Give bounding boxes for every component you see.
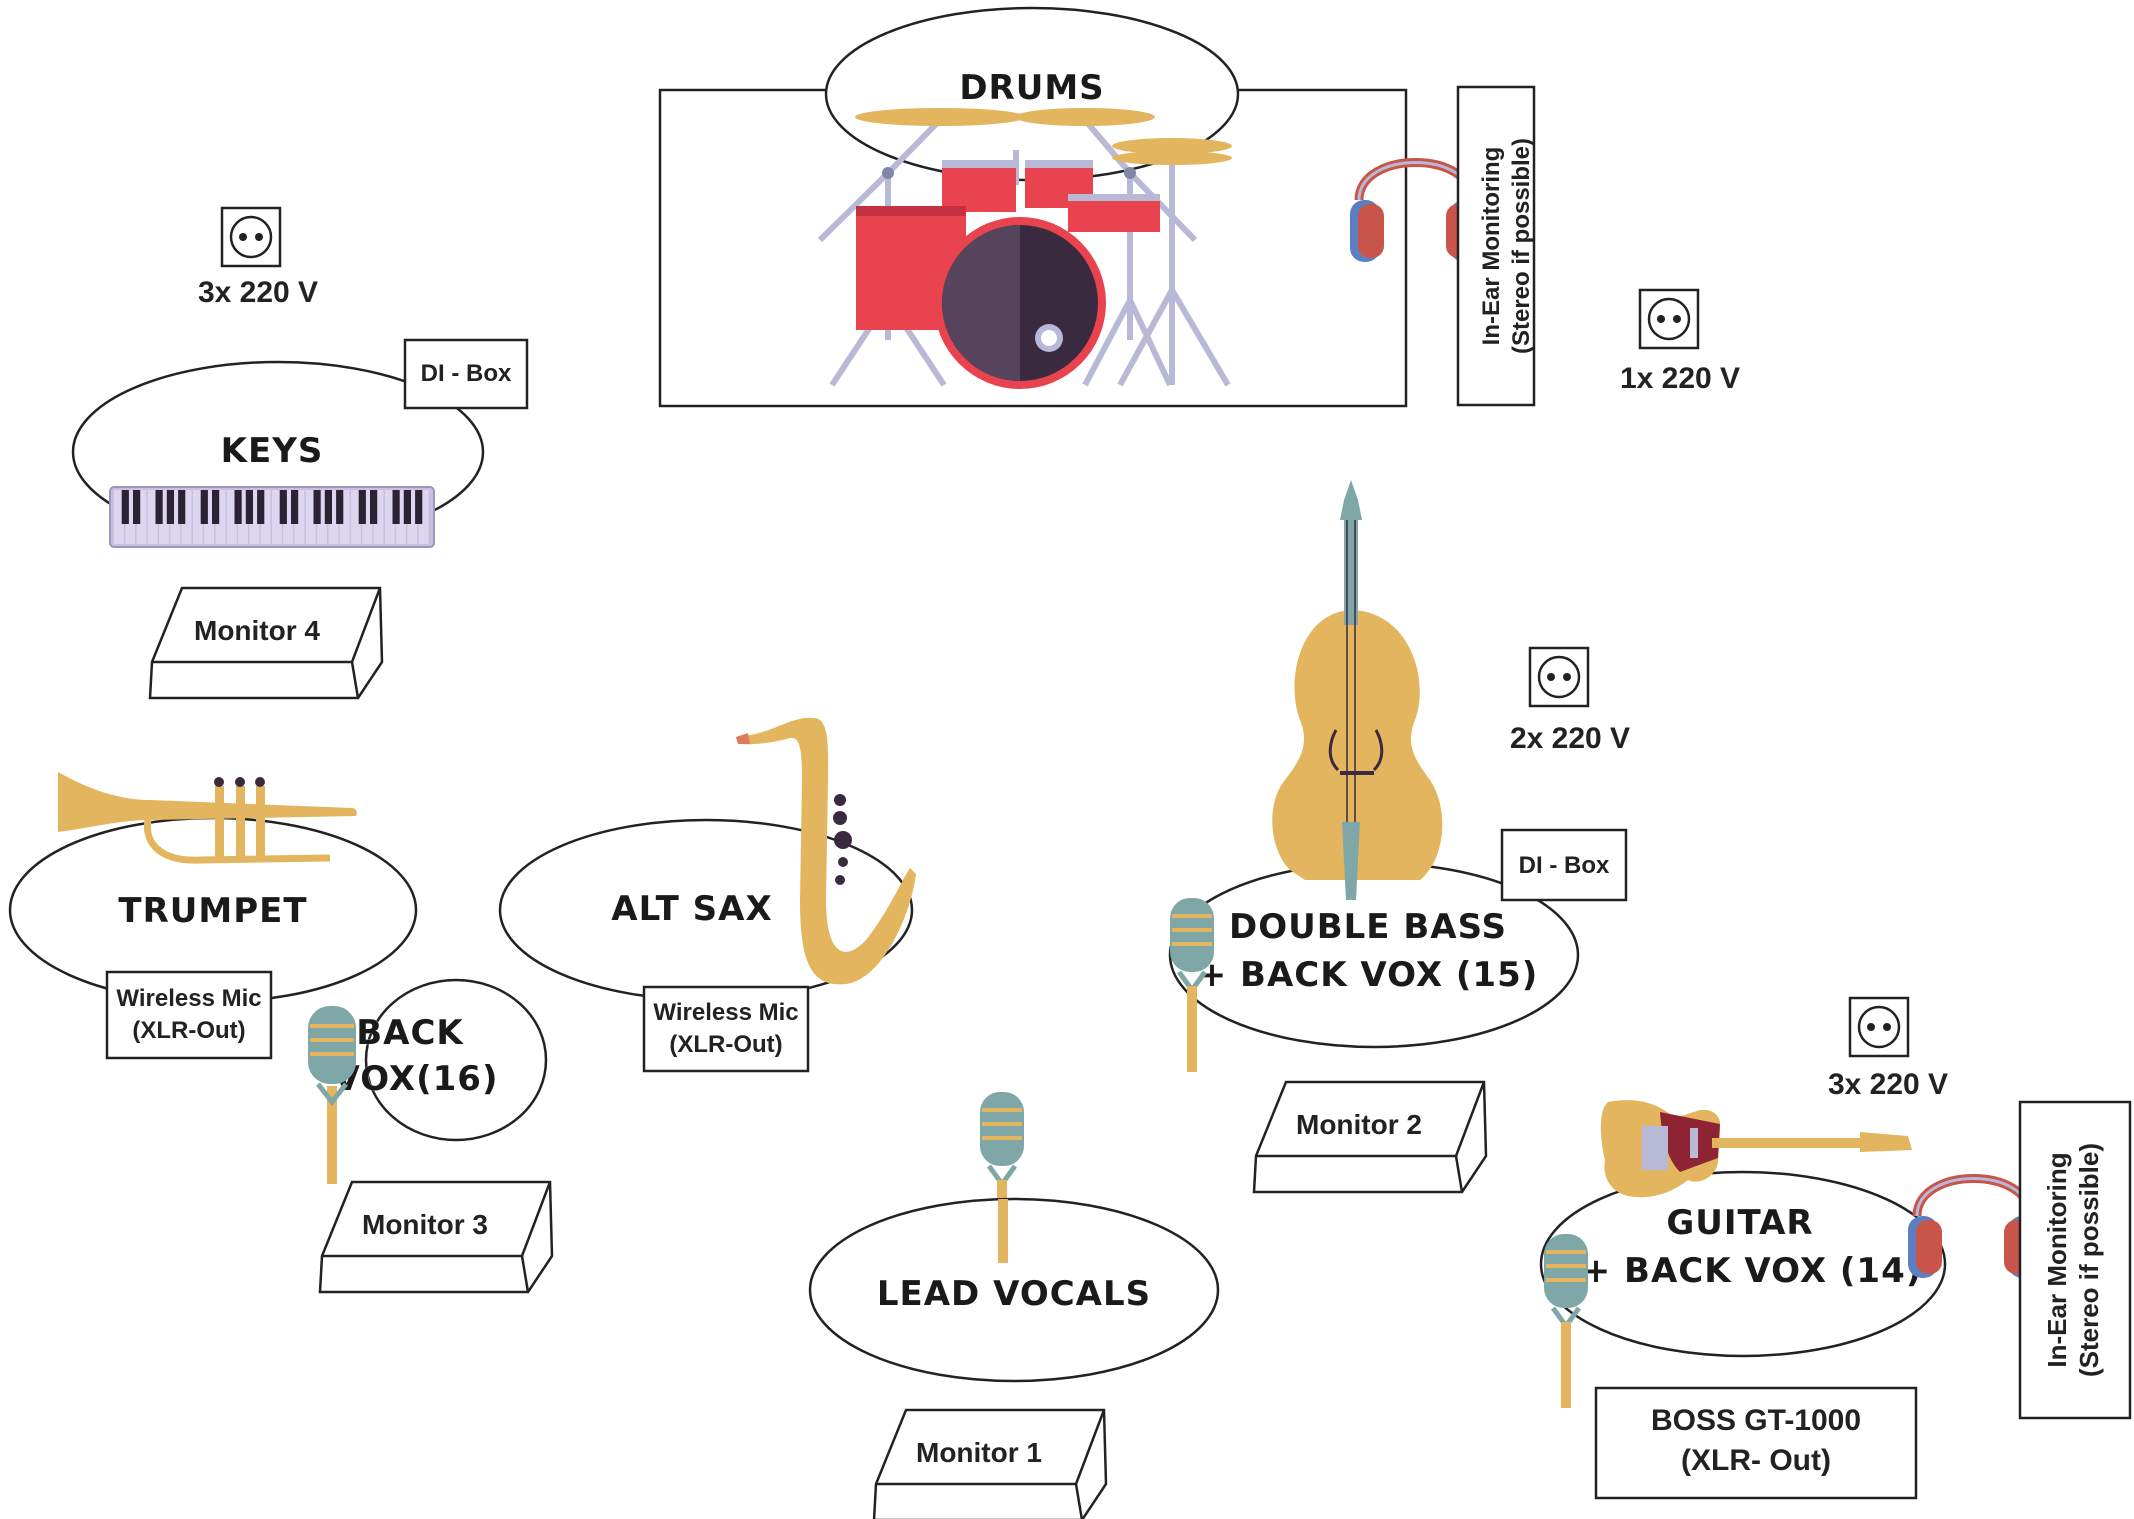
trumpet-area: TRUMPET Wireless Mic (XLR-Out) [8, 772, 418, 1060]
back-vox-16-line1: BACK [356, 1013, 464, 1053]
monitor-2-label: Monitor 2 [1296, 1109, 1422, 1140]
power-drums-label: 1x 220 V [1620, 362, 1740, 395]
power-socket-icon [1848, 996, 1910, 1058]
electric-guitar-icon [1600, 1100, 1912, 1198]
guitar-area: GUITAR + BACK VOX (14) [1539, 1100, 1947, 1358]
guitar-line2: + BACK VOX (14) [1582, 1251, 1923, 1291]
double-bass-line2: + BACK VOX (15) [1198, 955, 1539, 995]
microphone-icon [1544, 1234, 1588, 1408]
guitar-line1: GUITAR [1666, 1203, 1813, 1243]
lead-vocals-area: LEAD VOCALS [808, 1197, 1220, 1383]
alt-sax-area: ALT SAX Wireless Mic (XLR-Out) [498, 717, 916, 1073]
iem-drums-line1: In-Ear Monitoring [1478, 147, 1505, 346]
drums-label: DRUMS [959, 68, 1104, 108]
headphones-icon [1908, 1174, 2038, 1278]
power-bass-label: 2x 220 V [1510, 722, 1630, 755]
back-vox-16-area: BACK VOX(16) [333, 978, 548, 1142]
monitor-3-label: Monitor 3 [362, 1209, 488, 1240]
saxophone-icon [736, 717, 916, 985]
power-socket-icon [220, 206, 282, 268]
stage-monitor-icon: Monitor 3 [318, 1180, 554, 1294]
trumpet-icon [58, 772, 357, 864]
wireless-sax-line1: Wireless Mic [653, 999, 798, 1026]
power-socket-icon [1638, 288, 1700, 350]
trumpet-label: TRUMPET [118, 891, 307, 931]
stage-monitor-icon: Monitor 4 [148, 586, 384, 700]
wireless-sax-line2: (XLR-Out) [669, 1031, 782, 1058]
boss-line2: (XLR- Out) [1681, 1444, 1831, 1477]
double-bass-line1: DOUBLE BASS [1229, 907, 1507, 947]
drums-area: DRUMS [658, 6, 1536, 408]
power-socket-icon [1528, 646, 1590, 708]
drum-kit-icon [817, 108, 1232, 389]
iem-guitar-line1: In-Ear Monitoring [2042, 1152, 2072, 1367]
stage-monitor-icon: Monitor 1 [872, 1408, 1108, 1519]
di-box-keys: DI - Box [421, 360, 512, 387]
iem-drums-line2: (Stereo if possible) [1508, 138, 1535, 354]
monitor-1-label: Monitor 1 [916, 1437, 1042, 1468]
wireless-trumpet-line2: (XLR-Out) [132, 1017, 245, 1044]
di-box-bass: DI - Box [1519, 852, 1610, 879]
microphone-icon [1170, 898, 1214, 1072]
iem-guitar-line2: (Stereo if possible) [2074, 1143, 2104, 1377]
wireless-trumpet-line1: Wireless Mic [116, 985, 261, 1012]
keys-label: KEYS [221, 431, 324, 471]
power-keys-label: 3x 220 V [198, 276, 318, 309]
lead-vocals-label: LEAD VOCALS [877, 1274, 1151, 1314]
back-vox-16-line2: VOX(16) [333, 1059, 498, 1099]
microphone-icon [308, 1006, 356, 1184]
keys-area: DI - Box KEYS [71, 338, 529, 548]
monitor-4-label: Monitor 4 [194, 615, 320, 646]
double-bass-area: DI - Box DOUBLE BASS + BACK VOX (15) [1168, 480, 1628, 1049]
stage-monitor-icon: Monitor 2 [1252, 1080, 1488, 1194]
power-guitar-label: 3x 220 V [1828, 1068, 1948, 1101]
double-bass-icon [1272, 480, 1443, 900]
boss-line1: BOSS GT-1000 [1651, 1404, 1861, 1437]
alt-sax-label: ALT SAX [611, 889, 772, 929]
keyboard-icon [109, 486, 435, 548]
